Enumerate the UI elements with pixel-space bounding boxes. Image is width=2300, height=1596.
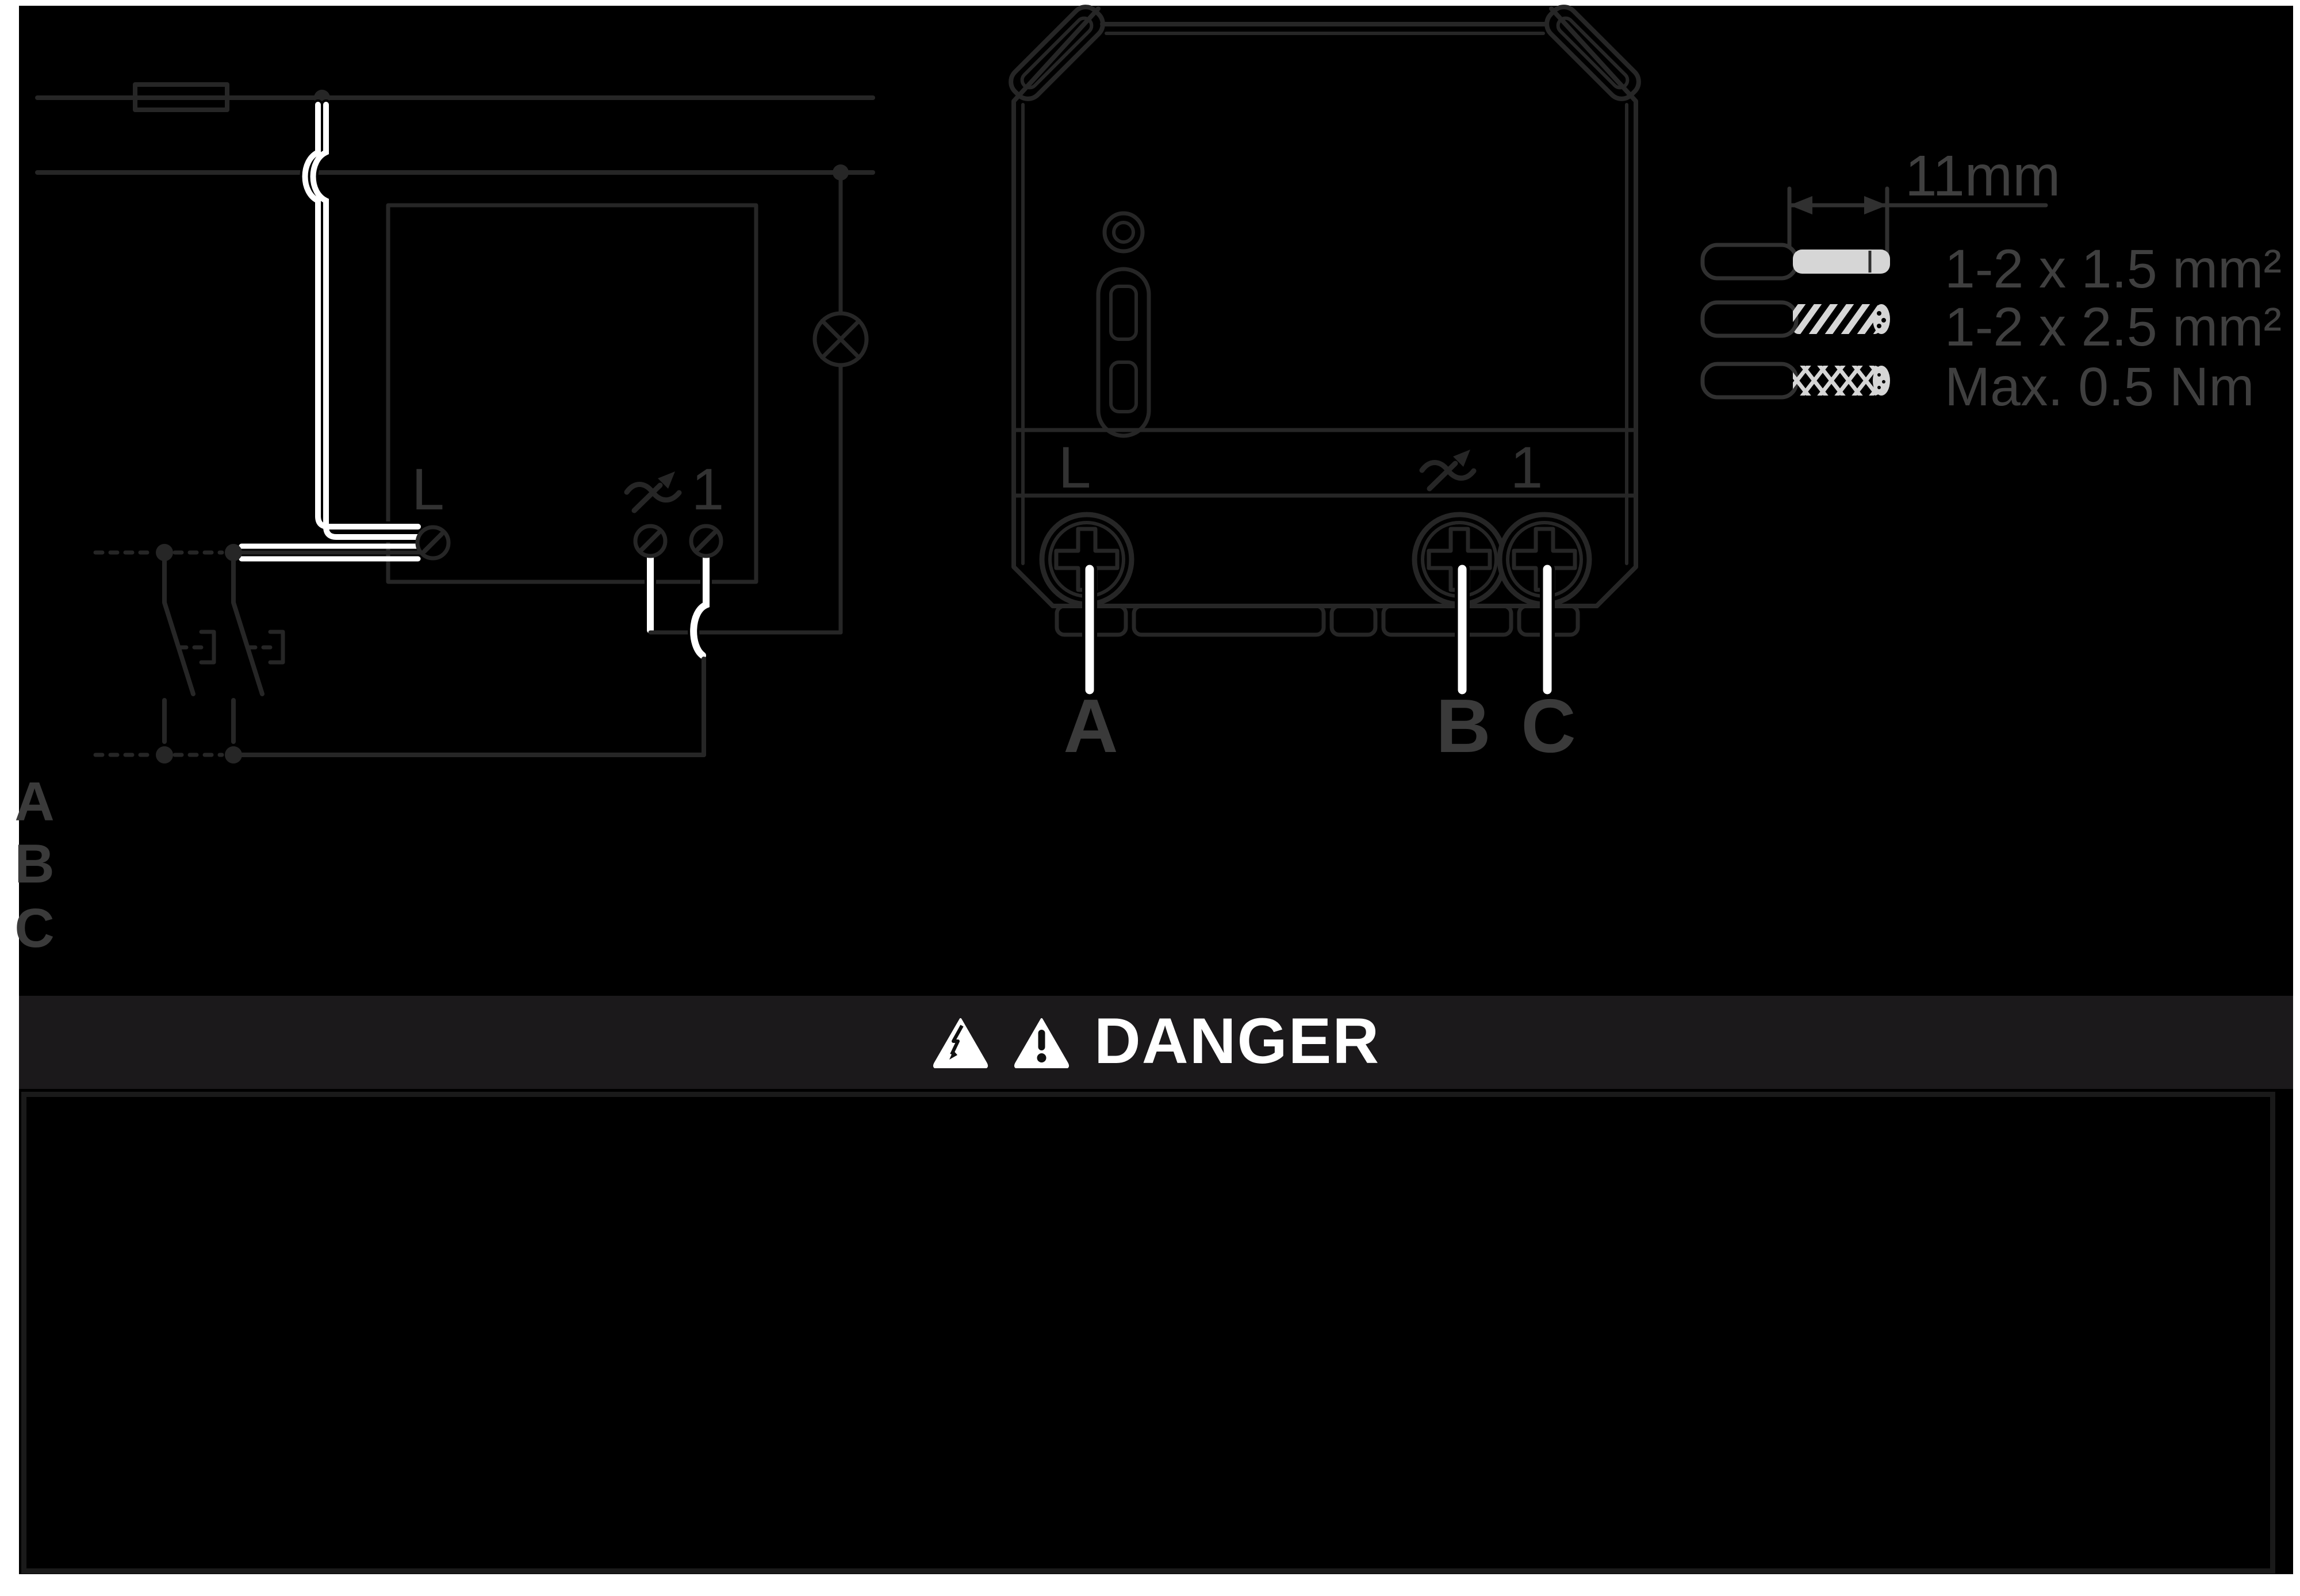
device-terminal-l-label: L [1059,435,1091,500]
fuse-symbol [133,82,229,112]
legend-letter-c: C [14,897,54,959]
legend-letter-b: B [14,833,54,895]
wiring-terminal-1-label: 1 [692,456,724,522]
wire-spec-row2-label: 1-2 x 2.5 mm² [1945,297,2282,358]
fixing-tab-right [1544,5,1641,101]
wiring-terminal-l-label: L [412,456,444,522]
wire-row-stranded [1700,300,1890,338]
device-dimmer-arrow-icon [1419,450,1477,492]
general-warning-icon [1014,1018,1069,1068]
fixing-tab-left [1009,5,1105,101]
screw-terminal-l [415,525,451,561]
dimmer-unit-outline [386,203,758,584]
danger-banner: DANGER [19,996,2293,1089]
device-wire-label-c: C [1521,684,1575,768]
push-button-switch-1 [93,544,242,764]
screw-terminal-1 [689,524,723,558]
strip-length-label: 11mm [1905,144,2060,208]
wire-row-solid [1700,243,1890,281]
wire-spec-row1-label: 1-2 x 1.5 mm² [1945,239,2282,300]
wire-spec-figure: 11mm 1-2 x 1.5 mm² [1700,144,2282,417]
legend-letters: A B C [14,771,54,959]
screw-terminal-dim [633,524,668,558]
snap-feet [1055,604,1580,637]
device-terminal-1-label: 1 [1511,435,1543,500]
push-button-switch-2 [172,559,285,764]
wire-row-braided [1700,362,1890,400]
legend-letter-a: A [14,771,54,832]
device-figure: L 1 [1009,5,1641,768]
wire-spec-row3-label: Max. 0.5 Nm [1945,356,2254,417]
device-wire-label-a: A [1063,684,1118,768]
led-indicator [1102,211,1145,254]
strip-length-dimension [1787,186,2048,258]
danger-label: DANGER [1094,1005,1381,1077]
electric-shock-warning-icon [933,1018,988,1068]
live-cable [300,99,423,542]
warning-text-box [21,1092,2275,1574]
wiring-diagram: L 1 [35,82,875,764]
dimmer-arrow-icon [624,471,682,513]
device-wires [1082,562,1555,697]
device-wire-label-b: B [1436,684,1490,768]
switch-cable [231,543,431,562]
lamp-icon [812,311,869,367]
program-button [1096,267,1151,438]
